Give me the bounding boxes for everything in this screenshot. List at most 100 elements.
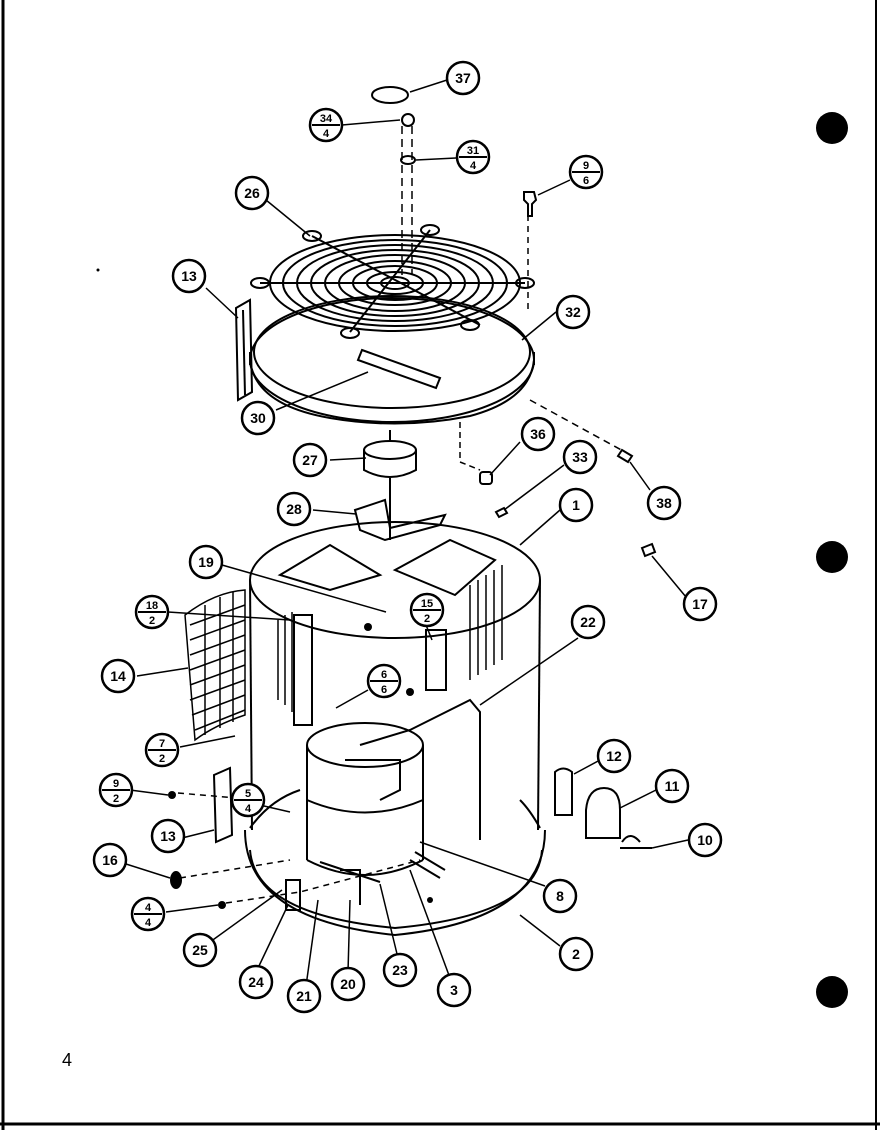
callout-label: 38 — [656, 495, 672, 511]
callout-numerator: 7 — [159, 738, 165, 750]
callout-circle — [330, 966, 366, 1002]
callout-circle — [542, 878, 578, 914]
service-valve — [319, 861, 381, 883]
callout-label: 2 — [572, 946, 580, 962]
callout-circle — [286, 978, 322, 1014]
callout-label: 14 — [110, 668, 126, 684]
callout-circle — [100, 658, 136, 694]
callout-15: 152 — [409, 592, 445, 628]
spring-clip-part — [494, 506, 509, 519]
callout-label: 21 — [296, 988, 312, 1004]
callout-circle — [240, 400, 276, 436]
support-bracket-lower — [212, 766, 234, 844]
valve-bracket — [285, 879, 301, 911]
support-bracket-upper — [234, 298, 254, 402]
callout-28: 28 — [276, 491, 312, 527]
callout-label: 20 — [340, 976, 356, 992]
callout-13a: 13 — [171, 258, 207, 294]
callout-7: 72 — [144, 732, 180, 768]
callout-13b: 13 — [150, 818, 186, 854]
callout-denominator: 2 — [149, 615, 155, 627]
callout-denominator: 2 — [113, 793, 119, 805]
access-panel — [293, 614, 313, 726]
fan-blade — [353, 498, 447, 542]
callout-31: 314 — [455, 139, 491, 175]
callout-label: 1 — [572, 497, 580, 513]
callout-numerator: 31 — [467, 145, 479, 157]
callout-label: 12 — [606, 748, 622, 764]
callout-numerator: 18 — [146, 600, 158, 612]
callout-label: 27 — [302, 452, 318, 468]
callout-denominator: 2 — [424, 613, 430, 625]
callout-label: 11 — [665, 778, 680, 794]
callout-circle — [682, 586, 718, 622]
callout-label: 3 — [450, 982, 458, 998]
callout-numerator: 34 — [320, 113, 333, 125]
callout-14: 14 — [100, 658, 136, 694]
fan-motor — [363, 430, 417, 540]
callout-37: 37 — [445, 60, 481, 96]
callout-4: 44 — [130, 896, 166, 932]
callout-denominator: 6 — [381, 684, 387, 696]
callout-19: 19 — [188, 544, 224, 580]
callout-circle — [520, 416, 556, 452]
refrigerant-tube — [359, 698, 481, 840]
callout-label: 17 — [692, 596, 708, 612]
callout-26: 26 — [234, 175, 270, 211]
callout-label: 32 — [565, 304, 581, 320]
callout-label: 37 — [455, 70, 471, 86]
callout-label: 28 — [286, 501, 302, 517]
callout-circle — [555, 294, 591, 330]
callout-27: 27 — [292, 442, 328, 478]
callout-label: 22 — [580, 614, 596, 630]
bolt-part — [616, 448, 634, 464]
callout-denominator: 4 — [323, 128, 330, 140]
callout-circle — [188, 544, 224, 580]
nut-part — [401, 113, 415, 127]
callout-denominator: 4 — [145, 917, 152, 929]
callout-20: 20 — [330, 966, 366, 1002]
base-pan — [244, 789, 546, 937]
screw-part — [523, 191, 538, 217]
callout-circle — [150, 818, 186, 854]
callout-33: 33 — [562, 439, 598, 475]
callout-34: 344 — [308, 107, 344, 143]
callout-circle — [445, 60, 481, 96]
callout-25: 25 — [182, 932, 218, 968]
callout-16: 16 — [92, 842, 128, 878]
callout-label: 33 — [572, 449, 588, 465]
callout-numerator: 9 — [583, 160, 589, 172]
callout-30: 30 — [240, 400, 276, 436]
cap-part — [371, 86, 409, 104]
callout-circle — [558, 936, 594, 972]
callout-9a: 96 — [568, 154, 604, 190]
fan-guard — [250, 224, 535, 339]
callout-circle — [292, 442, 328, 478]
callout-circle — [570, 604, 606, 640]
callout-circle — [646, 485, 682, 521]
callout-circle — [92, 842, 128, 878]
callout-numerator: 15 — [421, 598, 433, 610]
callout-circle — [238, 964, 274, 1000]
screw-17-part — [640, 542, 657, 558]
callout-denominator: 2 — [159, 753, 165, 765]
callout-circle — [182, 932, 218, 968]
callout-circle — [596, 738, 632, 774]
callout-label: 36 — [530, 426, 546, 442]
callout-circle — [558, 487, 594, 523]
callout-numerator: 4 — [145, 902, 152, 914]
callout-21: 21 — [286, 978, 322, 1014]
binder-hole-middle — [816, 541, 848, 573]
callout-label: 26 — [244, 185, 260, 201]
callout-numerator: 9 — [113, 778, 119, 790]
binder-hole-bottom — [816, 976, 848, 1008]
callout-11: 11 — [654, 768, 690, 804]
callout-32: 32 — [555, 294, 591, 330]
callout-label: 10 — [697, 832, 713, 848]
callout-circle — [276, 491, 312, 527]
motor-bracket — [356, 348, 442, 390]
callout-18: 182 — [134, 594, 170, 630]
callout-8: 8 — [542, 878, 578, 914]
callout-9b: 92 — [98, 772, 134, 808]
